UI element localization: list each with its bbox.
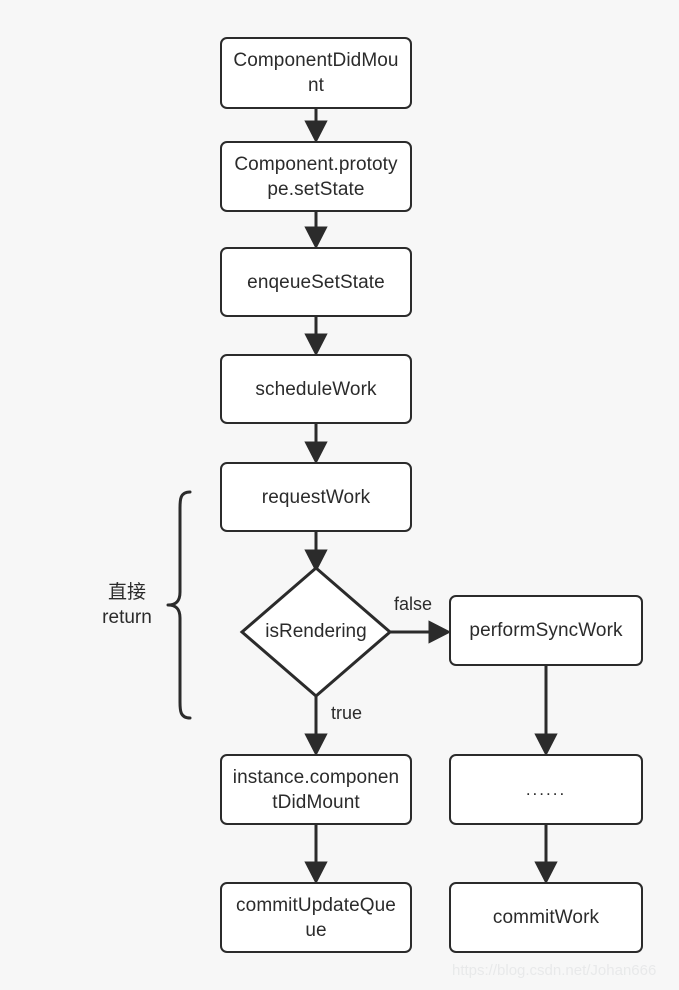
node-commit-update-queue[interactable]: commitUpdateQueue xyxy=(220,882,412,953)
node-request-work[interactable]: requestWork xyxy=(220,462,412,532)
node-instance-component-did-mount[interactable]: instance.componentDidMount xyxy=(220,754,412,825)
direct-return-brace xyxy=(166,490,192,720)
node-schedule-work[interactable]: scheduleWork xyxy=(220,354,412,424)
decision-isRendering-shape xyxy=(239,566,393,698)
node-perform-sync-work[interactable]: performSyncWork xyxy=(449,595,643,666)
node-ellipsis[interactable]: ...... xyxy=(449,754,643,825)
annotation-direct-return: 直接 return xyxy=(82,579,172,631)
edge-label-false: false xyxy=(394,594,433,614)
node-enqueue-setstate[interactable]: enqeueSetState xyxy=(220,247,412,317)
annotation-direct-return-line2: return xyxy=(102,607,152,628)
node-component-did-mount[interactable]: ComponentDidMount xyxy=(220,37,412,109)
node-component-prototype-setstate[interactable]: Component.prototype.setState xyxy=(220,141,412,212)
node-commit-work[interactable]: commitWork xyxy=(449,882,643,953)
watermark: https://blog.csdn.net/Johan666 xyxy=(452,962,657,979)
edge-label-true: true xyxy=(331,703,363,723)
annotation-direct-return-line1: 直接 xyxy=(107,581,146,603)
